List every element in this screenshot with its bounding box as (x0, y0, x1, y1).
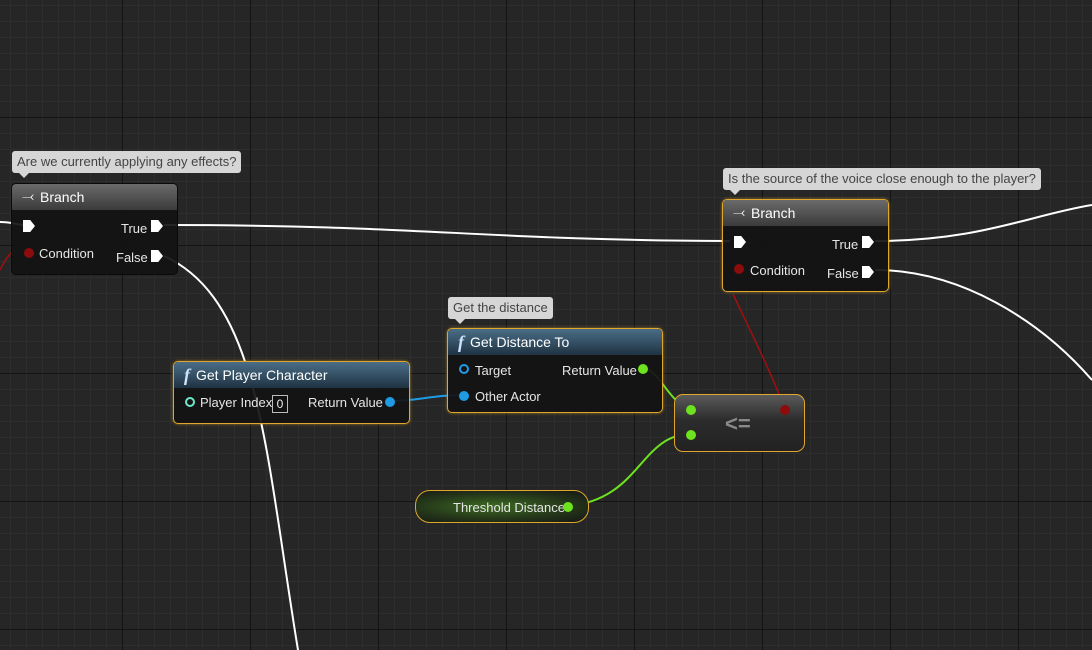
threshold-distance-label: Threshold Distance (453, 500, 565, 515)
operator-symbol: <= (725, 411, 751, 436)
other-actor-pin[interactable] (459, 391, 469, 401)
branch-node-2[interactable]: ⤙ Branch True Condition False (722, 199, 889, 292)
less-equal-node[interactable]: <= (674, 394, 805, 452)
condition-pin[interactable] (24, 248, 34, 258)
threshold-distance-variable[interactable]: Threshold Distance (415, 490, 589, 523)
exec-true-pin[interactable] (862, 236, 874, 248)
exec-wire-true (163, 224, 731, 242)
target-label: Target (475, 363, 512, 378)
branch-node-1-title: Branch (40, 189, 85, 205)
true-label: True (121, 221, 148, 236)
get-distance-to-title: Get Distance To (470, 334, 570, 350)
condition-pin[interactable] (734, 264, 744, 274)
player-index-pin[interactable] (185, 397, 195, 407)
branch-node-2-title: Branch (751, 205, 796, 221)
target-pin[interactable] (459, 364, 469, 374)
condition-label: Condition (750, 263, 805, 278)
exec-in-pin[interactable] (23, 220, 35, 232)
exec-false-pin[interactable] (151, 250, 163, 262)
branch-node-1[interactable]: ⤙ Branch True Condition False (11, 183, 178, 275)
condition-label: Condition (39, 246, 94, 261)
get-player-character-node[interactable]: f Get Player Character Player Index 0 Re… (173, 361, 410, 424)
get-player-character-header[interactable]: f Get Player Character (174, 362, 409, 388)
function-icon: f (184, 365, 190, 385)
true-label: True (832, 237, 859, 252)
branch-icon: ⤙ (22, 188, 35, 205)
return-value-label: Return Value (562, 363, 637, 378)
compare-input-b-pin[interactable] (686, 430, 696, 440)
compare-input-a-pin[interactable] (686, 405, 696, 415)
exec-false-pin[interactable] (862, 266, 874, 278)
player-index-input[interactable]: 0 (272, 395, 288, 413)
branch-icon: ⤙ (733, 204, 746, 221)
other-actor-label: Other Actor (475, 389, 541, 404)
return-value-label: Return Value (308, 395, 383, 410)
comment-branch1: Are we currently applying any effects? (12, 151, 242, 178)
threshold-output-pin[interactable] (563, 502, 573, 512)
branch-node-2-header[interactable]: ⤙ Branch (723, 200, 888, 226)
bool-wire-compare (732, 293, 785, 409)
exec-wire-branch2-false (874, 269, 1092, 381)
compare-output-pin[interactable] (780, 405, 790, 415)
exec-true-pin[interactable] (151, 220, 163, 232)
get-distance-to-node[interactable]: f Get Distance To Target Return Value Ot… (447, 328, 663, 413)
exec-in-pin[interactable] (734, 236, 746, 248)
false-label: False (827, 266, 859, 281)
exec-wire-false (163, 255, 299, 650)
return-value-pin[interactable] (638, 364, 648, 374)
float-wire-threshold (567, 433, 691, 507)
comment-branch2: Is the source of the voice close enough … (723, 168, 1041, 195)
get-distance-to-header[interactable]: f Get Distance To (448, 329, 662, 355)
return-value-pin[interactable] (385, 397, 395, 407)
false-label: False (116, 250, 148, 265)
player-index-label: Player Index (200, 395, 273, 410)
function-icon: f (458, 332, 464, 352)
exec-wire-branch2-true (874, 204, 1092, 242)
get-player-character-title: Get Player Character (196, 367, 328, 383)
comment-distance: Get the distance (448, 297, 553, 324)
branch-node-1-header[interactable]: ⤙ Branch (12, 184, 177, 210)
